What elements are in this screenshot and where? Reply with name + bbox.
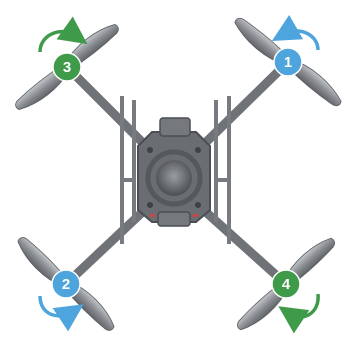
status-light-right (193, 214, 198, 217)
motor-1-label: 1 (284, 54, 292, 71)
motor-badge-1: 1 (274, 48, 302, 76)
rotation-arrow-4-clockwise-icon (290, 294, 318, 317)
rotation-arrow-3-clockwise-icon (40, 32, 76, 52)
body-screw-4 (195, 202, 201, 208)
motor-badge-3: 3 (53, 53, 81, 81)
arm-bottom-right (198, 205, 286, 284)
arm-top-left (67, 67, 150, 150)
body-top-bracket (160, 118, 190, 136)
rotation-arrow-1-counter-clockwise-icon (284, 31, 318, 50)
motor-3-label: 3 (63, 59, 71, 76)
body-screw-3 (147, 202, 153, 208)
motor-2-label: 2 (62, 276, 70, 293)
body-screw-2 (195, 147, 201, 153)
arm-bottom-left (66, 205, 150, 284)
rotation-arrow-2-counter-clockwise-icon (40, 296, 72, 316)
central-body (138, 118, 210, 226)
motor-badge-4: 4 (272, 270, 300, 298)
motor-4-label: 4 (282, 276, 291, 293)
body-screw-1 (147, 147, 153, 153)
status-light-left (150, 214, 155, 217)
motor-badge-2: 2 (52, 270, 80, 298)
body-center-hub (156, 160, 192, 196)
arm-top-right (198, 62, 288, 150)
body-bottom-bracket (158, 212, 190, 226)
